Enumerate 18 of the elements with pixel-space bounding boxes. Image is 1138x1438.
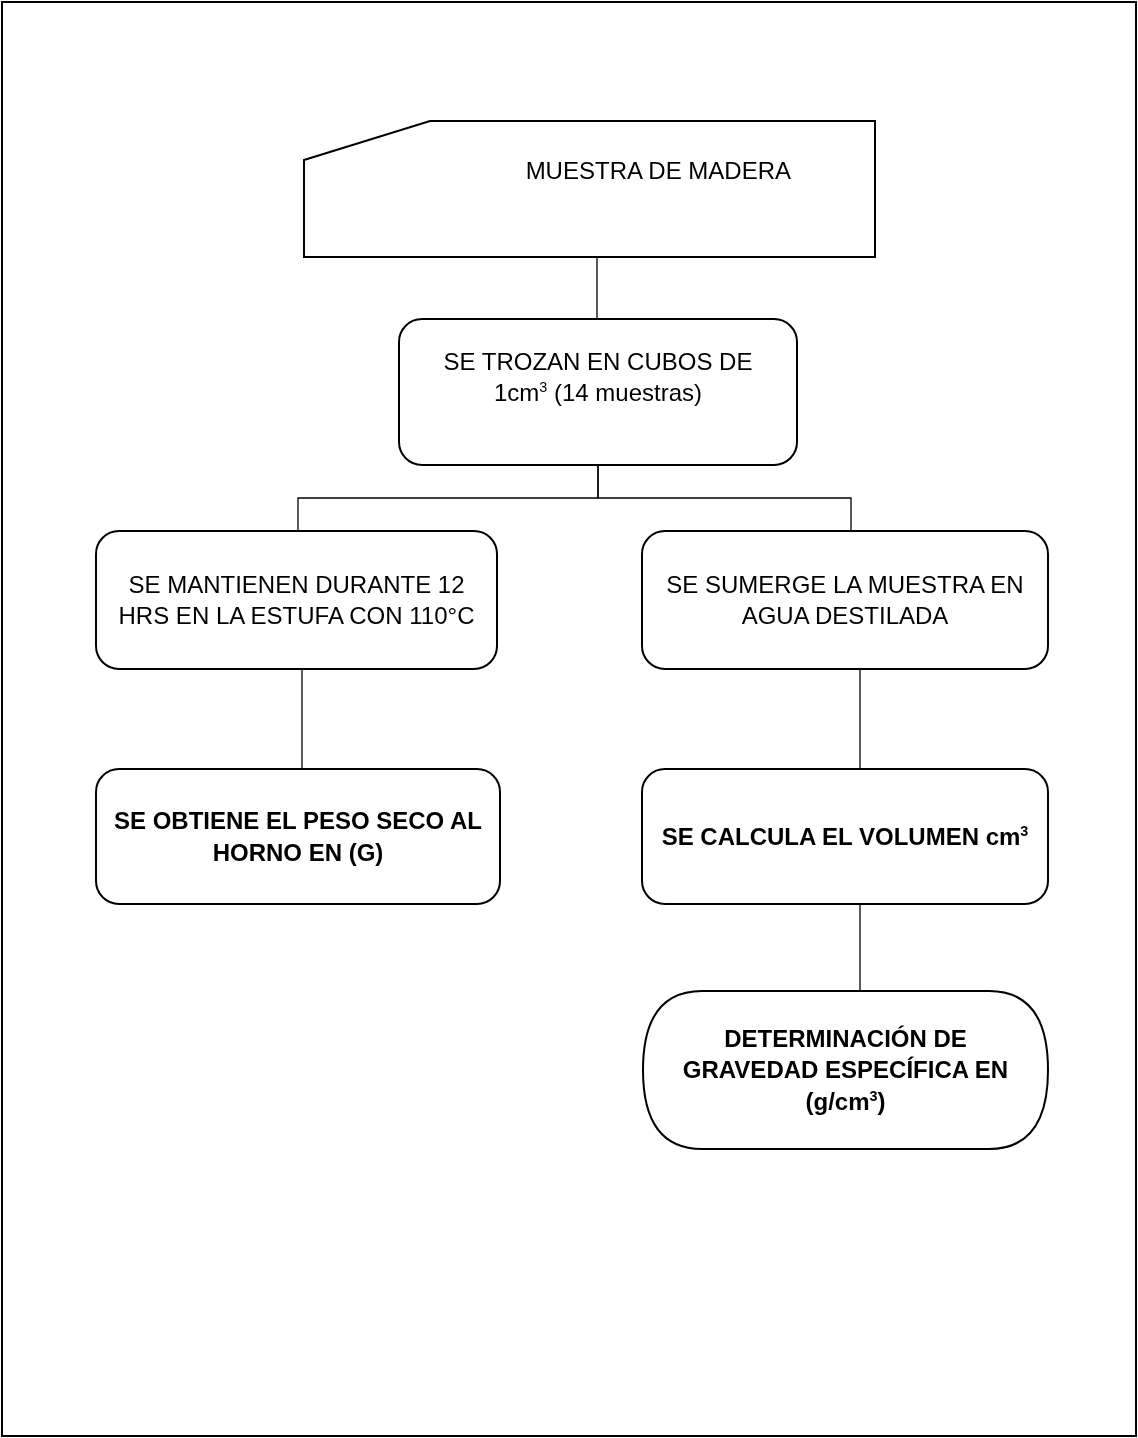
connector-line — [596, 257, 598, 319]
node-text: DETERMINACIÓN DE GRAVEDAD ESPECÍFICA EN (g/cm$^{3}$) — [681, 1024, 1010, 1117]
connector-line — [859, 904, 861, 991]
node-text: SE CALCULA EL VOLUMEN cm$^{3}$ — [661, 821, 1029, 852]
process-box — [95, 530, 498, 670]
manual-input-shape — [303, 120, 876, 258]
connector-line — [859, 669, 861, 769]
node-text: MUESTRA DE MADERA — [525, 156, 791, 187]
process-box — [641, 530, 1049, 670]
process-box — [95, 768, 501, 905]
connector-line — [301, 669, 303, 769]
node-text: SE MANTIENEN DURANTE 12 HRS EN LA ESTUFA CON 110°C — [117, 569, 476, 631]
node-text: SE TROZAN EN CUBOS DE 1cm$^{3}$ (14 muestras) — [442, 346, 754, 408]
node-text: SE OBTIENE EL PESO SECO AL HORNO EN (G) — [112, 806, 484, 868]
process-box — [641, 768, 1049, 905]
process-box — [398, 318, 798, 466]
connector-line — [597, 465, 852, 531]
node-text: SE SUMERGE LA MUESTRA EN AGUA DESTILADA — [665, 569, 1025, 631]
